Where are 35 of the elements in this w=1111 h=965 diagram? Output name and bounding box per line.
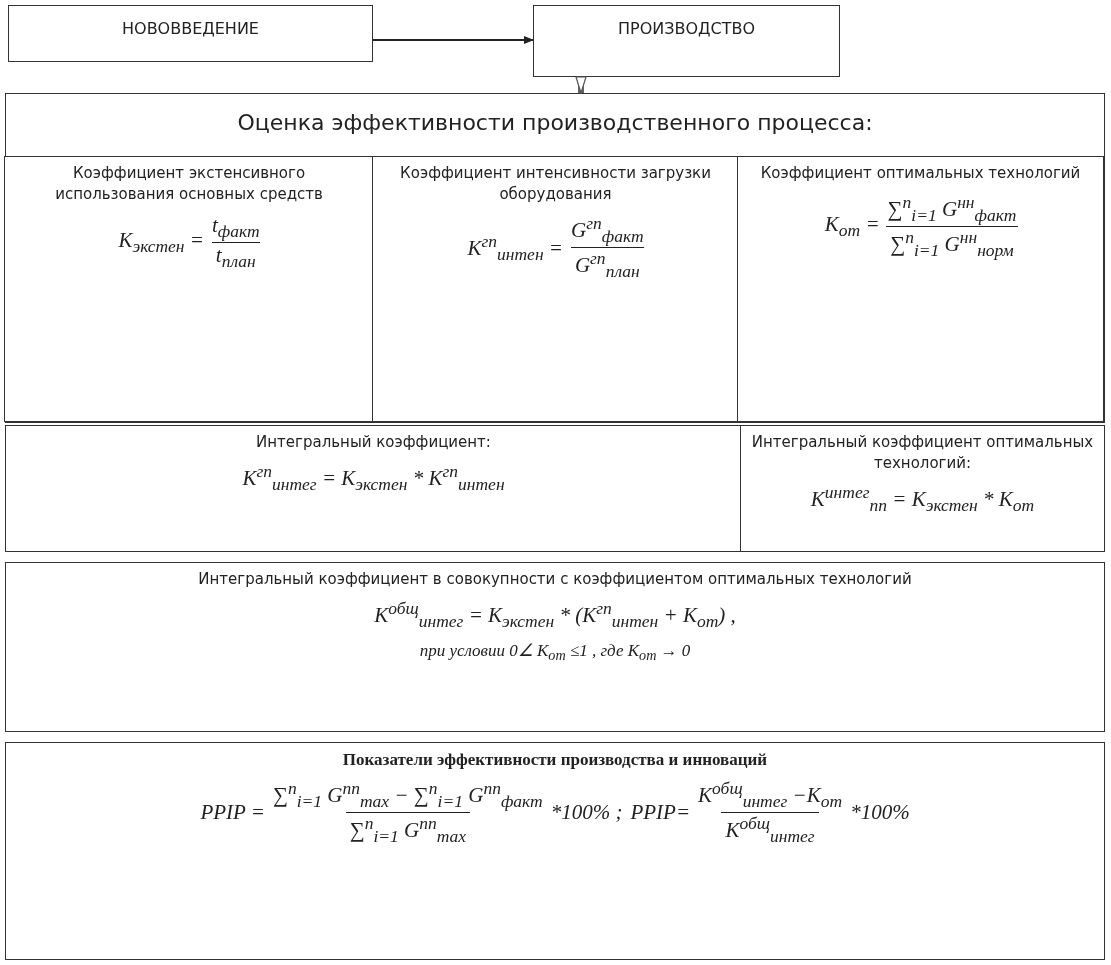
- heading-text: Коэффициент интенсивности загрузки оборудования: [399, 163, 712, 205]
- arrow: [372, 36, 534, 44]
- heading-text: Показатели эффективности производства и инноваций: [341, 749, 769, 770]
- denominator: t$_{план}$: [211, 242, 260, 273]
- heading-text: ПРОИЗВОДСТВО: [616, 18, 757, 39]
- formula-text: K$_{от}$ =: [823, 212, 881, 242]
- process-box: [533, 5, 840, 77]
- formula-text: K$_{экстен}$ =: [117, 228, 205, 258]
- formula-card: [5, 562, 1105, 732]
- arrow: [575, 76, 587, 94]
- process-box: [8, 5, 373, 62]
- formula-card: [737, 156, 1104, 422]
- formula-card: [4, 156, 374, 422]
- formula-text: при условии 0∠ K$_{от}$ ≤1 , где K$_{от}$ → 0: [418, 640, 692, 665]
- formula-card: [5, 742, 1105, 960]
- heading-text: НОВОВВЕДЕНИЕ: [121, 18, 260, 39]
- panel: [5, 93, 1105, 423]
- formula-card: [740, 425, 1105, 552]
- formula-text: PPIP =: [199, 800, 266, 826]
- heading: Оценка эффективности производственного процесса:: [236, 109, 874, 137]
- heading-text: Коэффициент экстенсивного использования основных средств: [54, 163, 324, 205]
- formula-text: K$^{общ}$$_{интег}$ = K$_{экстен}$ * (K$^{гп}$$_{интен}$ + K$_{от}$) ,: [373, 598, 737, 633]
- heading-text: Интегральный коэффициент оптимальных технологий:: [750, 432, 1095, 474]
- formula-text: K$^{гп}$$_{интен}$ =: [466, 230, 564, 265]
- formula-card: [5, 425, 742, 552]
- heading-text: Интегральный коэффициент в совокупности с коэффициентом оптимальных технологий: [197, 569, 913, 590]
- numerator: K$^{общ}$$_{интег}$ −K$_{от}$: [697, 778, 844, 813]
- formula-text: *100%: [849, 800, 911, 826]
- formula-text: *100% ;: [549, 800, 624, 826]
- heading-text: Коэффициент оптимальных технологий: [759, 163, 1082, 184]
- formula-text: PPIP=: [629, 800, 692, 826]
- heading-text: Интегральный коэффициент:: [255, 432, 492, 453]
- formula-card: [372, 156, 739, 422]
- numerator: t$_{факт}$: [210, 213, 261, 243]
- formula-text: K$^{интег}$$_{пп}$ = K$_{экстен}$ * K$_{от}$: [809, 482, 1036, 517]
